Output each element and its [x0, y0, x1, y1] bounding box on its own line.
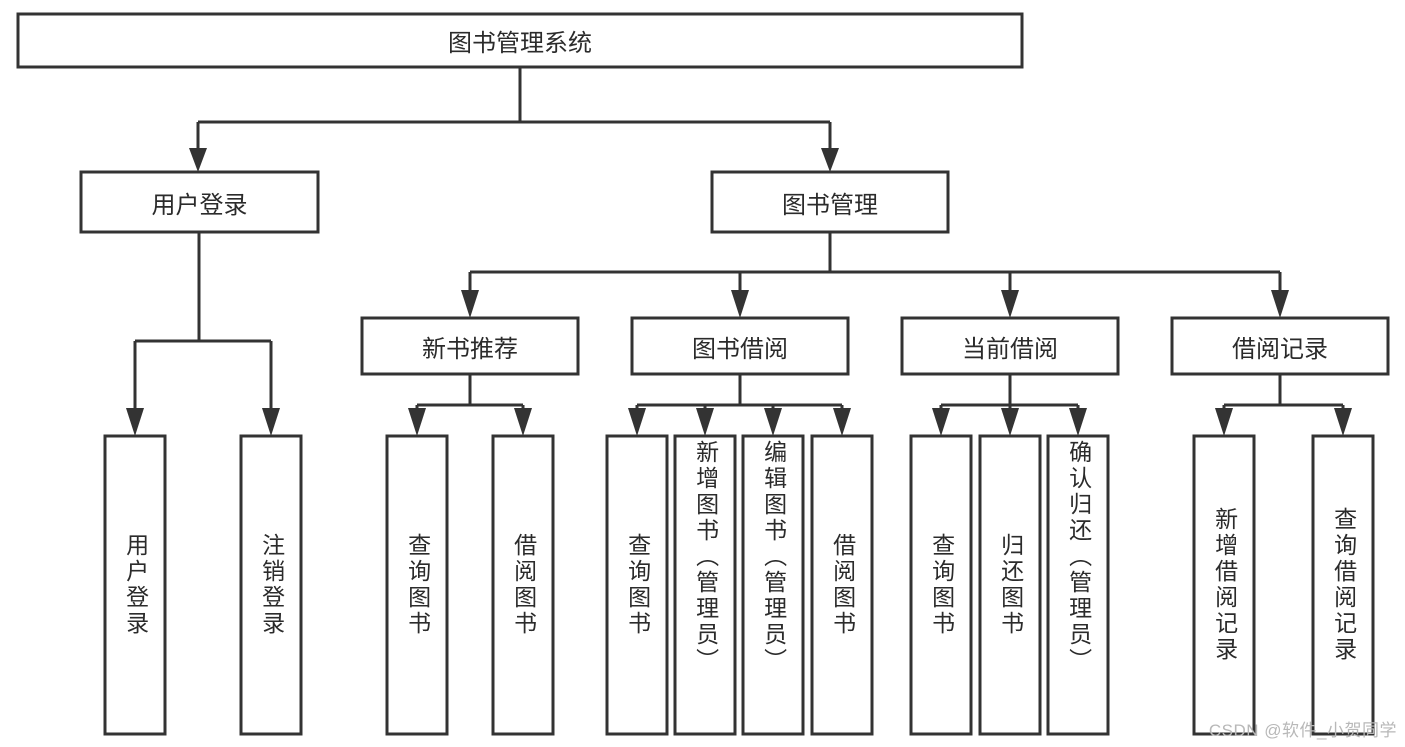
leaf-book-borrow-3[interactable]	[810, 434, 874, 736]
leaf-book-borrow-0[interactable]	[605, 434, 669, 736]
leaf-book-borrow-1[interactable]	[673, 434, 737, 736]
leaf-new-book-1[interactable]	[491, 434, 555, 736]
leaf-current-borrow-2[interactable]	[1046, 434, 1110, 736]
node-new-book-recommend[interactable]	[360, 316, 580, 376]
watermark: CSDN @软件_小贺同学	[1208, 721, 1397, 740]
arrowhead-bb-0	[628, 408, 646, 436]
leaf-borrow-record-0[interactable]	[1192, 434, 1256, 736]
arrowhead-nb-1	[514, 408, 532, 436]
node-root[interactable]	[16, 12, 1024, 69]
leaf-user-login-0[interactable]	[103, 434, 167, 736]
arrowhead-cb-0	[932, 408, 950, 436]
leaf-new-book-0[interactable]	[385, 434, 449, 736]
arrowhead-bb-3	[833, 408, 851, 436]
leaf-current-borrow-0[interactable]	[909, 434, 973, 736]
leaf-user-login-1[interactable]	[239, 434, 303, 736]
arrowhead-cb-1	[1001, 408, 1019, 436]
node-borrow-record[interactable]	[1170, 316, 1390, 376]
arrowhead-bb-2	[764, 408, 782, 436]
node-book-manage[interactable]	[710, 170, 950, 234]
node-book-borrow[interactable]	[630, 316, 850, 376]
arrowhead-user-login	[189, 148, 207, 172]
arrowhead-book-manage	[821, 148, 839, 172]
arrowhead-leaf-user-login-0	[126, 408, 144, 436]
arrowhead-level2-2	[1001, 290, 1019, 318]
arrowhead-bb-1	[696, 408, 714, 436]
arrowhead-level2-3	[1271, 290, 1289, 318]
arrowhead-level2-0	[461, 290, 479, 318]
arrowhead-br-1	[1334, 408, 1352, 436]
node-current-borrow[interactable]	[900, 316, 1120, 376]
arrowhead-leaf-user-login-1	[262, 408, 280, 436]
leaf-borrow-record-1[interactable]	[1311, 434, 1375, 736]
arrowhead-cb-2	[1069, 408, 1087, 436]
leaf-current-borrow-1[interactable]	[978, 434, 1042, 736]
node-user-login[interactable]	[79, 170, 320, 234]
arrowhead-nb-0	[408, 408, 426, 436]
leaf-book-borrow-2[interactable]	[741, 434, 805, 736]
arrowhead-level2-1	[731, 290, 749, 318]
arrowhead-br-0	[1215, 408, 1233, 436]
